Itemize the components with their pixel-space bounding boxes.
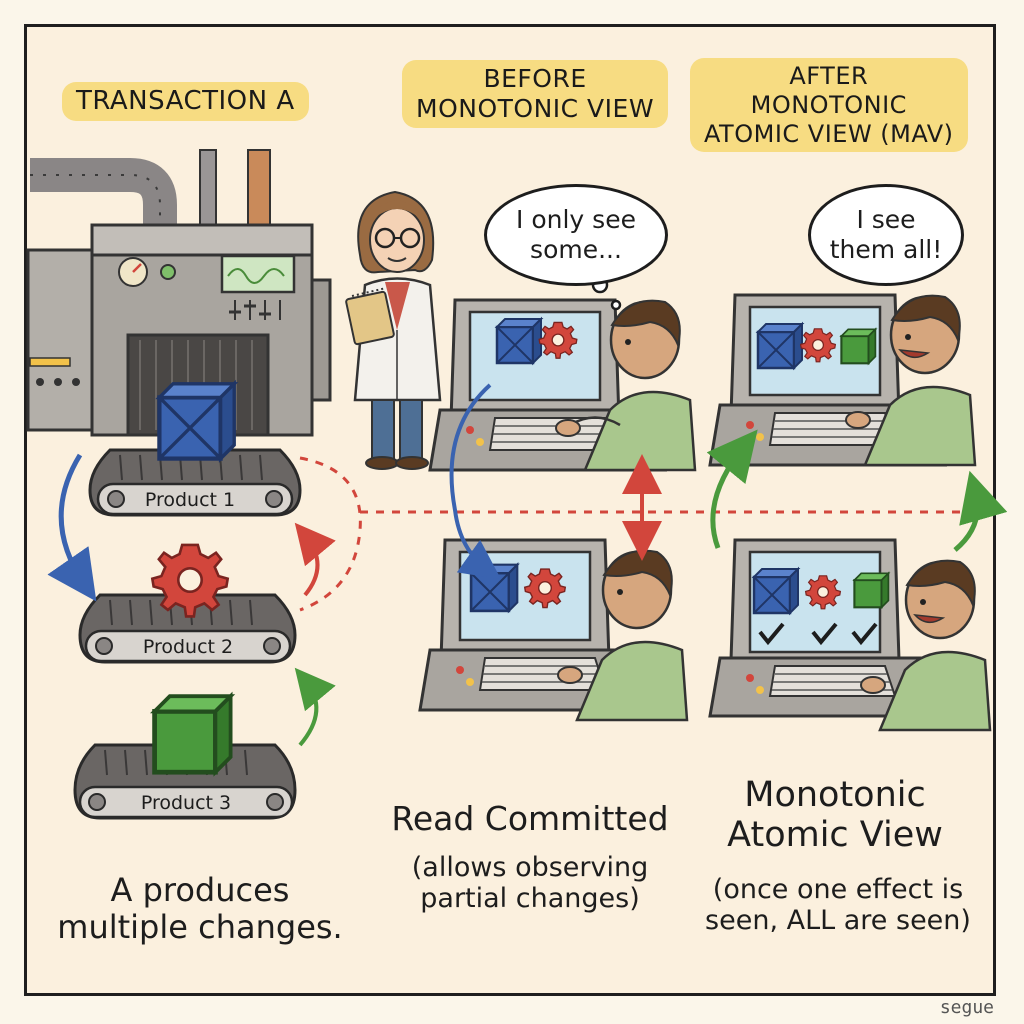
screen-crate-rb <box>752 567 800 615</box>
person-middle-top <box>555 299 697 472</box>
blue-crate-product1 <box>159 384 234 459</box>
scientist-figure <box>345 190 442 470</box>
conveyor-belt-1 <box>88 448 302 517</box>
caption-left: A produces multiple changes. <box>57 871 343 946</box>
blue-arrow-down <box>47 453 97 602</box>
screen-crate-rt <box>756 322 804 370</box>
screen-gear-rb <box>804 575 842 610</box>
label-before-monotonic-view: BEFORE MONOTONIC VIEW <box>402 60 669 128</box>
belt-label-product3: Product 3 <box>141 792 231 814</box>
label-transaction-a: TRANSACTION A <box>62 82 309 122</box>
caption-middle-title: Read Committed <box>391 799 669 838</box>
screen-cube-rb <box>853 572 890 609</box>
screen-gear-mb <box>524 568 566 609</box>
screen-crate-mt <box>495 317 543 365</box>
dashed-curve <box>299 456 362 612</box>
screen-gear-mt <box>538 321 578 359</box>
green-arrow-right-left <box>706 429 758 549</box>
conveyor-belt-3 <box>73 743 297 820</box>
person-right-top <box>845 294 977 467</box>
thought-dot <box>610 299 622 311</box>
screen-crate-mb <box>469 563 519 613</box>
person-middle-bottom <box>557 549 689 722</box>
blue-arrow-mid <box>449 383 502 580</box>
green-arrow-right-right <box>953 470 1008 552</box>
screen-cube-rt <box>840 328 877 365</box>
speech-bubble-after: I see them all! <box>808 184 964 286</box>
red-gear-product2 <box>151 543 229 618</box>
speech-bubble-before: I only see some... <box>484 184 668 286</box>
green-arrow-up <box>294 667 336 747</box>
green-cube-product3 <box>155 696 231 772</box>
screen-gear-rt <box>799 328 837 363</box>
conveyor-belt-2 <box>78 593 297 664</box>
belt-label-product1: Product 1 <box>145 489 235 511</box>
caption-middle-sub: (allows observing partial changes) <box>411 852 649 915</box>
caption-right-sub: (once one effect is seen, ALL are seen) <box>705 874 971 937</box>
artist-signature: segue <box>939 997 994 1018</box>
label-after-mav: AFTER MONOTONIC ATOMIC VIEW (MAV) <box>690 58 968 153</box>
caption-right-title: Monotonic Atomic View <box>727 775 943 856</box>
red-arrow-up <box>294 522 336 597</box>
belt-label-product2: Product 2 <box>143 636 233 658</box>
person-right-bottom <box>860 559 992 732</box>
